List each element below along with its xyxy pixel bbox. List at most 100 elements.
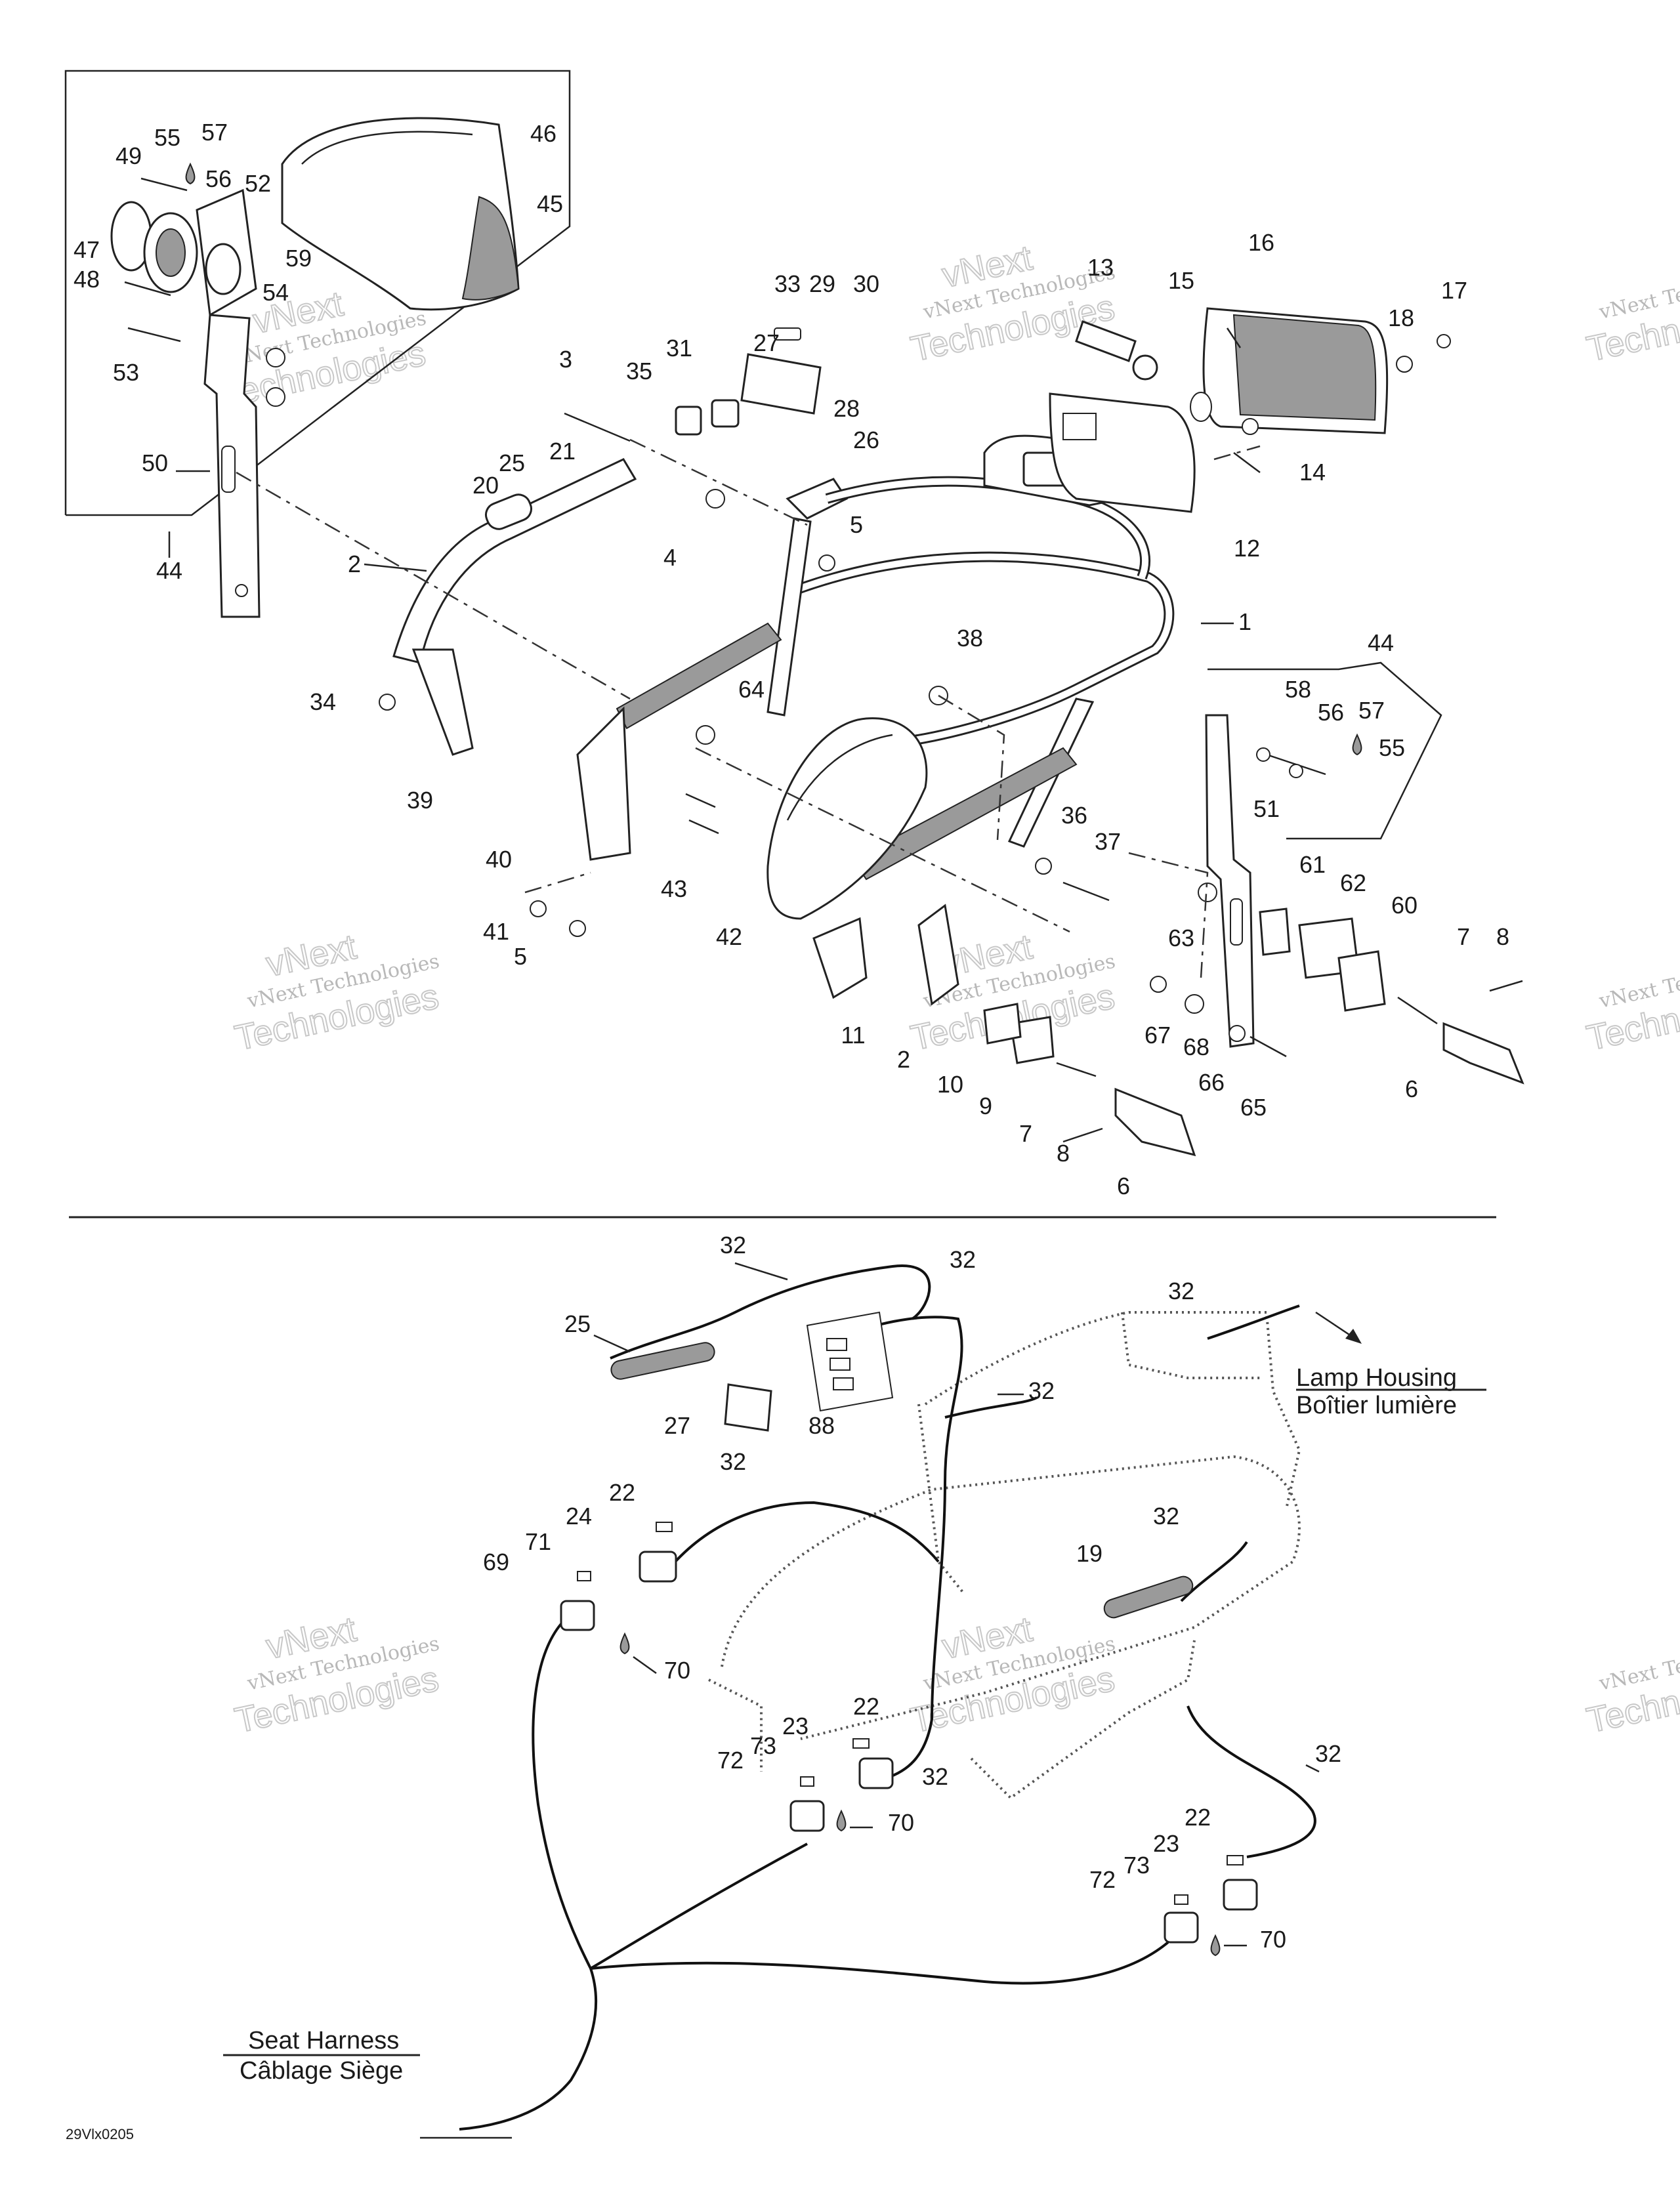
washer-36	[1035, 858, 1052, 875]
rack-assembly	[236, 307, 1524, 1157]
plate-9	[1009, 1016, 1055, 1064]
callout-41: 41	[483, 918, 509, 945]
callout-73: 73	[750, 1732, 776, 1759]
callout-68: 68	[1183, 1033, 1209, 1060]
terminal-22b	[852, 1738, 870, 1749]
inset-frame-44	[1208, 661, 1442, 840]
callout-57: 57	[1358, 697, 1385, 724]
callout-44: 44	[156, 557, 182, 584]
callout-51: 51	[1253, 795, 1280, 822]
assembly-line-g	[1213, 445, 1261, 461]
cap-34	[379, 694, 396, 711]
assembly-line-c	[695, 747, 1070, 933]
knob-35	[675, 406, 702, 436]
callout-69: 69	[483, 1549, 509, 1575]
rack-outline-upper	[924, 1311, 1301, 1510]
callout-63: 63	[1168, 925, 1194, 951]
washer-68	[1185, 994, 1204, 1014]
callout-60: 60	[1391, 892, 1418, 919]
callout-43: 43	[661, 875, 687, 902]
watermark-8: vNext vNext Technologies Technologies	[907, 1609, 1119, 1741]
callout-12: 12	[1234, 535, 1260, 562]
callout-44: 44	[1368, 629, 1394, 656]
callout-57: 57	[201, 119, 228, 146]
callout-72: 72	[717, 1747, 744, 1774]
assembly-line-a	[236, 471, 631, 700]
lamp-base	[1049, 392, 1196, 513]
callout-7: 7	[1019, 1120, 1032, 1147]
callout-13: 13	[1087, 254, 1114, 281]
washer-56	[1289, 764, 1303, 778]
callout-35: 35	[626, 358, 652, 385]
side-bracket-slot	[1230, 898, 1243, 946]
callout-37: 37	[1095, 828, 1121, 855]
wire-branch-24	[668, 1501, 940, 1570]
seat-harness-label: Seat Harness	[248, 2027, 399, 2054]
terminal-22a	[656, 1522, 673, 1532]
pin-43a	[685, 793, 716, 808]
watermark-6: vNext Technologies Technologies	[1583, 949, 1680, 1058]
terminal-71	[577, 1571, 591, 1581]
support-arm-left	[766, 517, 812, 717]
bearing-gear-hub	[156, 228, 186, 277]
support-bar-slot	[221, 446, 236, 493]
latch-6-right	[1442, 1022, 1524, 1085]
callout-4: 4	[663, 544, 677, 571]
callout-17: 17	[1441, 277, 1467, 304]
assembly-line-e	[1128, 852, 1209, 978]
callout-40: 40	[486, 846, 512, 873]
left-mount-bracket	[576, 706, 631, 861]
washer-66	[1228, 1025, 1246, 1042]
leader-32-top	[734, 1262, 788, 1281]
leader-70a	[633, 1656, 657, 1675]
callout-54: 54	[262, 279, 289, 306]
tail-lamp-lens	[1232, 314, 1377, 421]
callout-1: 1	[1238, 608, 1251, 635]
pin-7-right	[1397, 996, 1438, 1025]
assembly-line-d	[938, 694, 1005, 841]
lamp-housing-label-fr: Boîtier lumière	[1296, 1392, 1457, 1419]
nut-54b	[266, 387, 285, 407]
callout-16: 16	[1248, 229, 1274, 256]
side-bracket-51	[1205, 714, 1255, 1048]
cover-33	[774, 327, 801, 341]
leader-14	[1233, 452, 1261, 473]
callout-21: 21	[549, 438, 576, 465]
bolt-37	[1062, 881, 1110, 902]
grease-drop-70a	[620, 1632, 630, 1655]
callout-2: 2	[348, 551, 361, 577]
rack-outline-left-foot	[708, 1678, 763, 1772]
callout-6: 6	[1405, 1075, 1418, 1102]
callout-30: 30	[853, 270, 879, 297]
wire-seat-harness	[459, 1613, 598, 2131]
leader-lines	[168, 327, 1320, 2139]
callout-11: 11	[841, 1022, 865, 1049]
callout-67: 67	[1144, 1022, 1171, 1049]
grease-drop-57-left	[185, 162, 196, 185]
callout-15: 15	[1168, 267, 1194, 294]
callout-55: 55	[154, 124, 180, 151]
leader-25-bottom	[593, 1334, 631, 1353]
switch-27	[740, 353, 822, 415]
figure-code: 29Vlx0205	[66, 2126, 134, 2142]
connector-23b	[1223, 1879, 1258, 1911]
pin-43b	[688, 819, 719, 835]
callout-3: 3	[559, 346, 572, 373]
callout-22: 22	[609, 1479, 635, 1506]
callout-39: 39	[407, 787, 433, 814]
terminal-73b	[1174, 1894, 1188, 1905]
callout-53: 53	[113, 359, 139, 386]
callout-66: 66	[1198, 1069, 1225, 1096]
callout-25: 25	[564, 1310, 591, 1337]
washer-18	[1396, 356, 1413, 373]
bolt-3	[564, 412, 631, 442]
callout-5: 5	[850, 511, 863, 538]
callout-27: 27	[753, 329, 780, 356]
watermark-3: vNext Technologies Technologies	[1583, 260, 1680, 369]
rack-outline-right-foot	[970, 1640, 1196, 1800]
callout-56: 56	[205, 165, 232, 192]
callout-55: 55	[1379, 734, 1405, 761]
callout-47: 47	[74, 236, 100, 263]
connector-24	[639, 1551, 677, 1583]
callout-8: 8	[1057, 1140, 1070, 1167]
